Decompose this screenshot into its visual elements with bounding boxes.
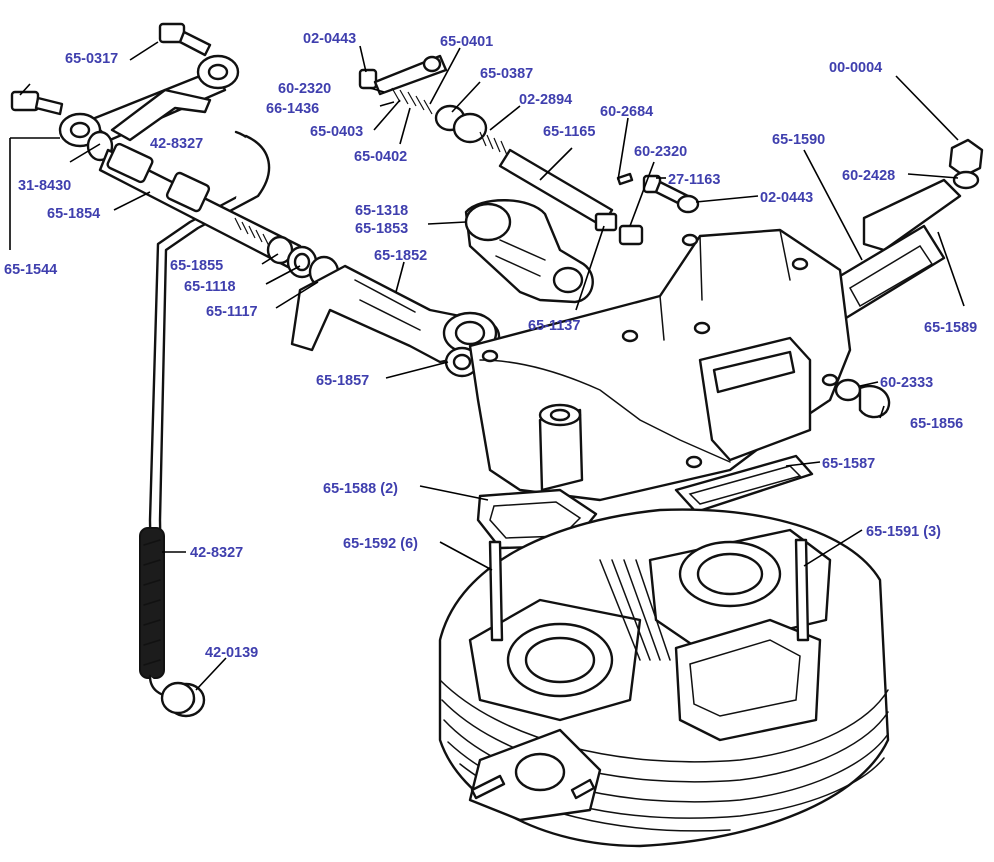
part-label: 00-0004 bbox=[829, 60, 882, 76]
part-label: 60-2684 bbox=[600, 104, 653, 120]
part-label: 02-0443 bbox=[760, 190, 813, 206]
part-label: 65-1137 bbox=[528, 318, 580, 334]
part-label: 65-1591 (3) bbox=[866, 524, 941, 540]
part-label: 27-1163 bbox=[668, 172, 720, 188]
part-label: 65-1852 bbox=[374, 248, 427, 264]
part-label: 65-0402 bbox=[354, 149, 407, 165]
cover-bolt-and-washer bbox=[642, 138, 984, 214]
part-label: 65-1165 bbox=[543, 124, 595, 140]
part-label: 65-1118 bbox=[184, 279, 236, 295]
inspection-cover-plate bbox=[824, 178, 962, 320]
oil-feed-pipe bbox=[139, 130, 271, 718]
part-label: 65-0387 bbox=[480, 66, 533, 82]
part-label: 65-0401 bbox=[440, 34, 493, 50]
part-labels: 65-0317 02-0443 65-0401 60-2320 65-0387 … bbox=[4, 31, 977, 661]
part-label: 65-1857 bbox=[316, 373, 369, 389]
part-label: 31-8430 bbox=[18, 178, 71, 194]
part-label: 65-1855 bbox=[170, 258, 223, 274]
part-label: 65-1856 bbox=[910, 416, 963, 432]
rocker-arm-exhaust bbox=[290, 264, 501, 378]
part-label: 65-0317 bbox=[65, 51, 118, 67]
part-label: 65-1588 (2) bbox=[323, 481, 398, 497]
part-label: 65-1587 bbox=[822, 456, 875, 472]
part-label: 65-1592 (6) bbox=[343, 536, 418, 552]
part-label: 65-1117 bbox=[206, 304, 258, 320]
part-label: 60-2320 bbox=[634, 144, 687, 160]
part-label: 42-8327 bbox=[190, 545, 243, 561]
part-label: 65-1590 bbox=[772, 132, 825, 148]
part-label: 65-1544 bbox=[4, 262, 57, 278]
part-label: 02-0443 bbox=[303, 31, 356, 47]
part-label: 65-1589 bbox=[924, 320, 977, 336]
rocker-box bbox=[468, 228, 891, 502]
leader-lines bbox=[9, 41, 965, 691]
part-label: 65-1853 bbox=[355, 221, 408, 237]
part-label: 42-0139 bbox=[205, 645, 258, 661]
part-label: 42-8327 bbox=[150, 136, 203, 152]
cylinder-head bbox=[438, 508, 890, 848]
rocker-spindle-right bbox=[358, 54, 644, 246]
part-label: 65-1318 bbox=[355, 203, 408, 219]
part-label: 65-1854 bbox=[47, 206, 100, 222]
part-label: 60-2320 bbox=[278, 81, 331, 97]
rocker-arm-inlet bbox=[464, 199, 594, 304]
upper-oil-banjo bbox=[10, 22, 240, 148]
part-label: 60-2428 bbox=[842, 168, 895, 184]
part-label: 66-1436 bbox=[266, 101, 319, 117]
part-label: 02-2894 bbox=[519, 92, 572, 108]
part-label: 60-2333 bbox=[880, 375, 933, 391]
part-label: 65-0403 bbox=[310, 124, 363, 140]
